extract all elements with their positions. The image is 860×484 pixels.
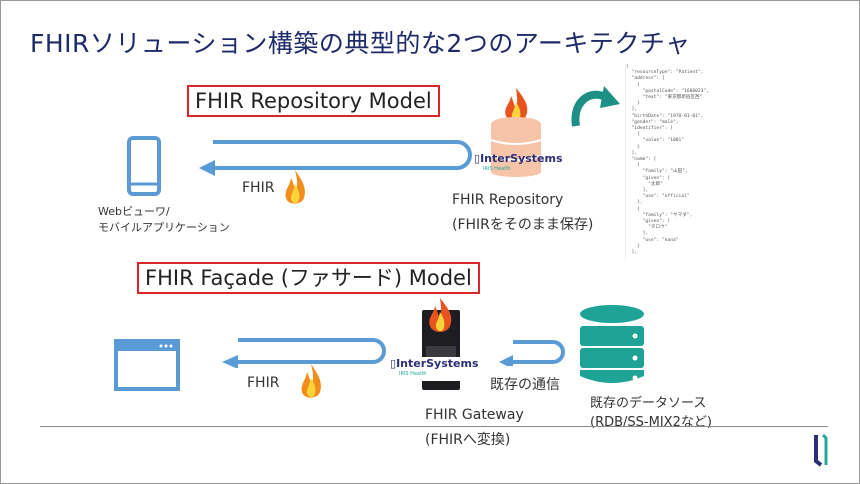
json-line: "birthDate": "1970-01-01", bbox=[626, 113, 704, 119]
json-line: "use": "kana" bbox=[626, 237, 679, 243]
repository-label-line1: FHIR Repository bbox=[452, 192, 564, 208]
browser-window-icon bbox=[114, 339, 180, 391]
json-line: ], bbox=[626, 150, 638, 156]
datasource-label-line2: (RDB/SS-MIX2など) bbox=[590, 415, 712, 430]
facade-fhir-flow-arrow bbox=[222, 338, 386, 368]
json-line: "given": [ bbox=[626, 219, 671, 225]
json-line: "use": "official" bbox=[626, 194, 690, 200]
json-line: "太郎" bbox=[626, 181, 663, 187]
json-line: "text": "東京都新宿区西" bbox=[626, 95, 703, 101]
json-line: ], bbox=[626, 231, 649, 237]
json-line: "postalCode": "1600023", bbox=[626, 88, 709, 94]
json-line: "value": "1001" bbox=[626, 138, 685, 144]
datasource-label-line1: 既存のデータソース bbox=[590, 396, 707, 411]
json-line: "identifier": [ bbox=[626, 126, 674, 132]
curved-arrow-icon bbox=[571, 86, 620, 127]
intersystems-footer-logo-icon bbox=[814, 433, 828, 467]
json-line: { bbox=[626, 132, 640, 138]
json-line: "given": [ bbox=[626, 175, 671, 181]
json-line: { bbox=[626, 206, 640, 212]
facade-intersystems-logo: ▯InterSystems IRIS Health bbox=[388, 357, 481, 381]
json-line: } bbox=[626, 144, 640, 150]
facade-fhir-flow-label: FHIR bbox=[247, 375, 280, 391]
fhir-repository-database-icon bbox=[490, 88, 542, 177]
fhir-flow-arrow bbox=[199, 140, 472, 176]
client-label-line2: モバイルアプリケーション bbox=[98, 221, 230, 234]
fhir-flame-icon bbox=[285, 170, 305, 204]
legacy-database-icon bbox=[580, 305, 644, 383]
json-line: "タロウ" bbox=[626, 225, 668, 231]
json-line: { bbox=[626, 82, 640, 88]
json-line: "family": "山田", bbox=[626, 169, 688, 175]
fhir-flow-label: FHIR bbox=[242, 180, 275, 196]
json-line: "family": "ヤマダ", bbox=[626, 212, 693, 218]
json-line: "resourceType": "Patient", bbox=[626, 70, 704, 76]
repository-model-heading: FHIR Repository Model bbox=[187, 85, 440, 117]
client-label-line1: Webビューワ/ bbox=[98, 205, 170, 218]
intersystems-logo: ▯InterSystems IRIS Health bbox=[474, 152, 563, 172]
json-line: }, bbox=[626, 200, 643, 206]
json-line: ], bbox=[626, 250, 638, 256]
legacy-flow-arrow bbox=[499, 340, 565, 366]
json-line: } bbox=[626, 243, 640, 249]
facade-fhir-flame-icon bbox=[301, 364, 321, 398]
facade-model-heading: FHIR Façade (ファサード) Model bbox=[137, 262, 480, 294]
slide-title: FHIRソリューション構築の典型的な2つのアーキテクチャ bbox=[30, 29, 691, 58]
json-line: { bbox=[626, 64, 629, 69]
repository-label-line2: (FHIRをそのまま保存) bbox=[452, 217, 594, 233]
json-line: "gender": "male", bbox=[626, 119, 679, 125]
json-line: ], bbox=[626, 188, 649, 194]
legacy-flow-label: 既存の通信 bbox=[490, 377, 560, 393]
gateway-label-line2: (FHIRへ変換) bbox=[425, 432, 511, 448]
json-line: } bbox=[626, 101, 640, 107]
fhir-json-sample: { "resourceType": "Patient", "address": … bbox=[625, 64, 755, 260]
gateway-label-line1: FHIR Gateway bbox=[425, 407, 524, 423]
footer-divider bbox=[40, 426, 828, 427]
mobile-phone-icon bbox=[127, 136, 161, 196]
json-line: { bbox=[626, 163, 640, 169]
json-line: "address": [ bbox=[626, 76, 665, 82]
json-line: ], bbox=[626, 107, 638, 113]
json-line: "name": [ bbox=[626, 157, 657, 163]
